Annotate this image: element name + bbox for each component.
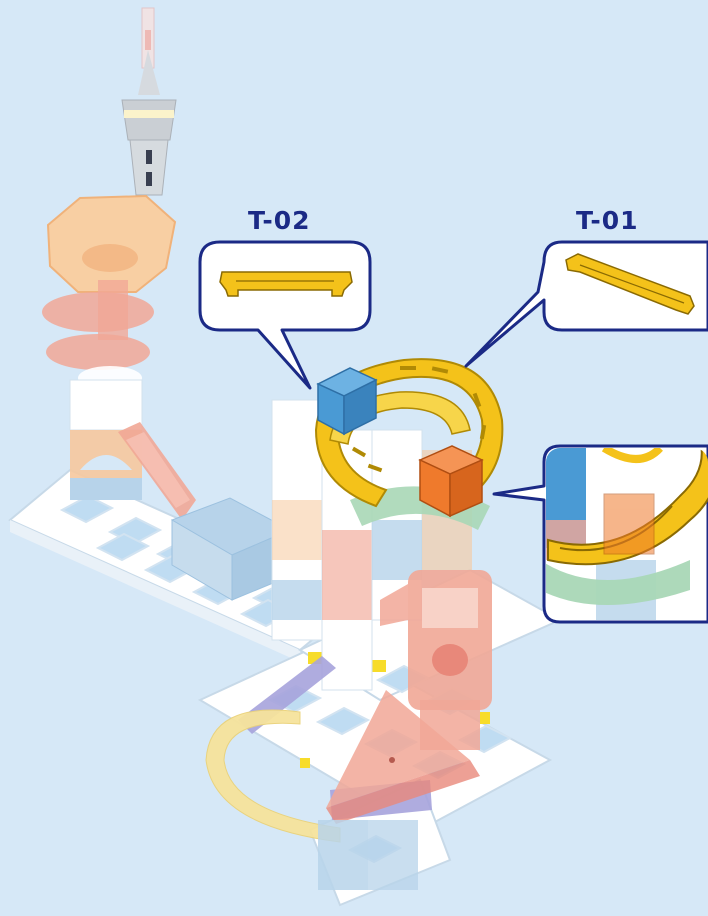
highlighted-blue-connector: [318, 368, 376, 434]
ghost-spire-tower: [122, 8, 176, 195]
ghost-bottom-stack: [318, 820, 418, 890]
part-code-t02: T-02: [248, 206, 311, 235]
callout-t02: [200, 242, 370, 388]
callout-t01: [466, 242, 708, 366]
zoom-detail-callout: [494, 440, 708, 622]
part-code-t01: T-01: [576, 206, 639, 235]
ghost-funnel-and-spiral: [42, 196, 175, 390]
highlighted-orange-connector: [420, 446, 482, 516]
